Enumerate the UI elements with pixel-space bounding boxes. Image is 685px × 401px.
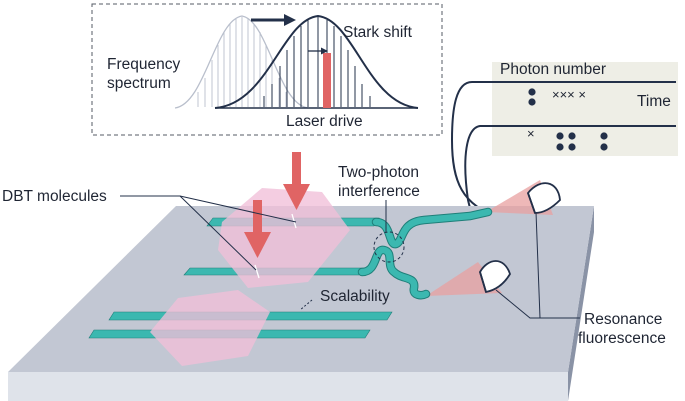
photon-dots-bottom <box>556 132 608 151</box>
dbt-molecules-label: DBT molecules <box>2 188 107 205</box>
frequency-label-2: spectrum <box>107 75 171 92</box>
detector-top <box>526 182 561 214</box>
molecule-marker-upper <box>291 213 297 229</box>
time-label: Time <box>637 93 671 110</box>
spectrum-inset: Frequency spectrum Stark shift Laser dri… <box>91 3 443 136</box>
small-shift-arrow <box>308 47 328 55</box>
photon-mark-bottom: × <box>527 126 535 141</box>
two-photon-label-2: interference <box>338 183 420 200</box>
laser-arrow-upper <box>283 152 310 210</box>
two-photon-label-1: Two-photon <box>338 164 419 181</box>
leader-dbt-lower <box>179 195 257 271</box>
unshifted-spectrum <box>174 15 309 109</box>
resonance-label-1: Resonance <box>584 311 662 328</box>
photon-number-label: Photon number <box>500 61 606 78</box>
laser-drive-bar <box>323 53 331 108</box>
photon-panel-bg <box>492 62 678 156</box>
scalability-mark <box>299 299 313 311</box>
dbt-crystal-upper <box>218 188 350 288</box>
stark-shift-label: Stark shift <box>343 24 413 41</box>
resonance-label-2: fluorescence <box>578 330 666 347</box>
molecule-marker-lower <box>254 264 260 279</box>
photon-dots-top <box>528 88 536 106</box>
leader-resonance-bottom <box>495 289 580 319</box>
dbt-crystal-lower <box>150 290 270 366</box>
scalability-label: Scalability <box>320 288 390 305</box>
chip-front-face <box>8 372 568 401</box>
frequency-label-1: Frequency <box>107 56 180 73</box>
laser-arrow-lower <box>244 200 271 258</box>
laser-drive-label: Laser drive <box>286 113 363 130</box>
detector-cable-top <box>450 81 676 219</box>
stark-shift-arrow <box>251 14 296 26</box>
chip-side-face <box>568 206 594 401</box>
coupler-path-lower <box>358 246 430 299</box>
photon-marks-top: ××× × <box>552 87 586 102</box>
leader-lines <box>120 195 580 319</box>
interference-circle <box>373 231 405 263</box>
photon-panel: Photon number Time ××× × × <box>450 61 678 258</box>
detector-bottom <box>479 260 511 294</box>
